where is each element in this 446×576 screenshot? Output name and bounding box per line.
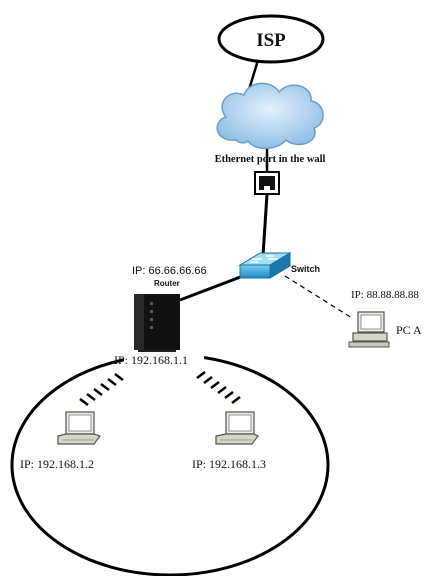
- laptop-1-ip: IP: 192.168.1.2: [20, 457, 94, 471]
- router-lan-ip-bg: [124, 352, 204, 366]
- router-wan-ip: IP: 66.66.66.66: [132, 265, 207, 277]
- router-lan-ip: IP: 192.168.1.1: [114, 353, 188, 367]
- wireless-signal-left: [79, 373, 124, 406]
- ethernet-wall-port: [254, 171, 280, 195]
- isp-node: ISP: [217, 14, 325, 64]
- laptop-1: [57, 411, 101, 445]
- isp-label: ISP: [256, 30, 286, 51]
- switch-label: Switch: [291, 264, 320, 274]
- pc-a-ip: IP: 88.88.88.88: [351, 289, 419, 301]
- switch-device: Switch: [238, 252, 320, 279]
- port-switch-link: [261, 193, 269, 257]
- pc-a-computer: [348, 311, 390, 348]
- wall-port-label: Ethernet port in the wall: [215, 154, 326, 165]
- switch-router-link: [179, 274, 244, 302]
- internet-cloud: [216, 82, 324, 150]
- laptop-2-ip: IP: 192.168.1.3: [192, 457, 266, 471]
- router-device: IP: 66.66.66.66 Router: [132, 265, 207, 356]
- switch-pca-link: [284, 275, 353, 319]
- wireless-signal-right: [196, 371, 241, 404]
- laptop-2: [215, 411, 259, 445]
- pc-a-label: PC A: [396, 323, 422, 337]
- router-label: Router: [154, 279, 180, 288]
